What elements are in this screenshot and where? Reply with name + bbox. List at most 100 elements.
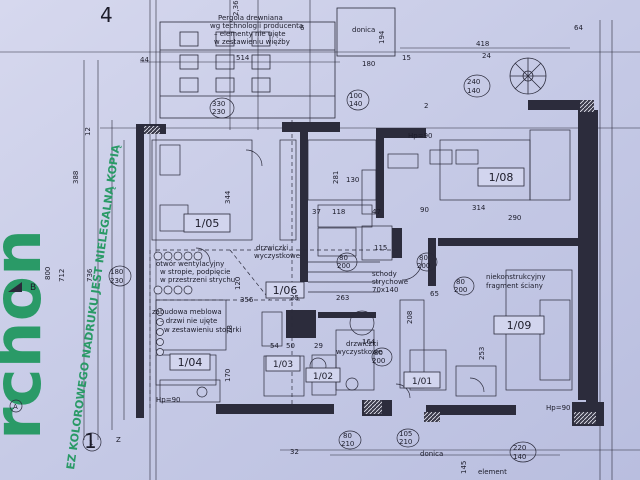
svg-text:281: 281 — [332, 171, 340, 184]
note-door-1: drzwiczki wyczystkowe — [254, 244, 300, 260]
svg-text:44: 44 — [140, 56, 149, 64]
svg-text:drzwiczki: drzwiczki — [346, 340, 378, 348]
svg-text:zabudowa meblowa: zabudowa meblowa — [152, 308, 222, 316]
window-dim: 330 — [212, 100, 225, 108]
svg-text:29: 29 — [314, 342, 323, 350]
note-pergola: Pergola drewniana wg technologii produce… — [210, 14, 303, 46]
svg-text:253: 253 — [478, 347, 486, 360]
svg-text:schody: schody — [372, 270, 397, 278]
window-dim: 140 — [513, 453, 526, 461]
svg-text:drzwiczki: drzwiczki — [256, 244, 288, 252]
svg-text:w zestawieniu stolarki: w zestawieniu stolarki — [164, 326, 241, 334]
svg-text:344: 344 — [224, 190, 232, 204]
svg-text:w stropie, podpięcie: w stropie, podpięcie — [160, 268, 230, 276]
window-dim: 240 — [467, 78, 480, 86]
opening-ellipses — [9, 74, 537, 463]
room-label: 1/09 — [507, 319, 532, 332]
svg-text:514: 514 — [236, 54, 250, 62]
sill-height: Hp=90 — [156, 396, 180, 404]
wall-hatch — [144, 100, 596, 424]
window-dim: 230 — [212, 108, 225, 116]
donica-label: donica — [352, 26, 375, 34]
window-dim: 200 — [337, 262, 350, 270]
svg-text:70x140: 70x140 — [372, 286, 398, 294]
window-dim: 80 — [374, 349, 383, 357]
svg-text:47: 47 — [372, 208, 381, 216]
svg-text:164: 164 — [362, 338, 376, 346]
note-partition: niekonstrukcyjny fragment ściany — [486, 273, 546, 290]
svg-text:24: 24 — [482, 52, 491, 60]
svg-text:170: 170 — [224, 369, 232, 382]
svg-text:32: 32 — [290, 448, 299, 456]
svg-text:15: 15 — [402, 54, 411, 62]
window-dim: 200 — [372, 357, 385, 365]
room-label: 1/03 — [273, 360, 293, 370]
sheet-number-top: 4 — [100, 3, 113, 27]
svg-text:2,36: 2,36 — [232, 0, 240, 16]
room-label: 1/01 — [412, 377, 432, 387]
svg-text:65: 65 — [430, 290, 439, 298]
window-dim: 200 — [417, 262, 430, 270]
column-circles — [153, 251, 203, 356]
svg-text:w zestawieniu więźby: w zestawieniu więźby — [214, 38, 290, 46]
note-furniture: zabudowa meblowa – drzwi nie ujęte w zes… — [152, 308, 241, 334]
svg-text:388: 388 — [72, 171, 80, 184]
svg-text:niekonstrukcyjny: niekonstrukcyjny — [486, 273, 546, 281]
window-dim: 105 — [399, 430, 412, 438]
window-dim: 80 — [339, 254, 348, 262]
svg-text:B: B — [30, 283, 36, 293]
window-dim: 230 — [110, 277, 123, 285]
svg-text:120: 120 — [234, 277, 242, 290]
axis-marks: A B Z 1 — [8, 282, 121, 447]
svg-text:263: 263 — [336, 294, 349, 302]
svg-text:1: 1 — [89, 439, 93, 447]
svg-text:118: 118 — [332, 208, 345, 216]
element-label: element — [478, 468, 507, 476]
svg-text:25: 25 — [290, 294, 299, 302]
svg-text:194: 194 — [378, 30, 386, 44]
svg-text:wg technologii producenta: wg technologii producenta — [210, 22, 303, 30]
window-dim: 80 — [343, 432, 352, 440]
svg-text:356: 356 — [240, 296, 254, 304]
room-label: 1/08 — [489, 171, 514, 184]
donica-label: donica — [420, 450, 443, 458]
svg-text:180: 180 — [362, 60, 375, 68]
svg-text:otwór wentylacyjny: otwór wentylacyjny — [156, 260, 224, 268]
svg-text:115: 115 — [374, 244, 387, 252]
room-label-boxes — [169, 167, 545, 389]
sheet-number-bottom: 1 — [84, 429, 97, 453]
svg-text:– drzwi nie ujęte: – drzwi nie ujęte — [160, 317, 217, 325]
pergola — [159, 7, 396, 119]
note-door-2: drzwiczki wyczystkowe — [336, 340, 382, 356]
dimension-labels: 514 6 180 418 64 44 24 15 2 194 2,36 800… — [44, 0, 583, 474]
svg-text:54: 54 — [270, 342, 279, 350]
svg-text:736: 736 — [86, 268, 94, 282]
svg-text:A: A — [13, 403, 18, 411]
svg-text:fragment ściany: fragment ściany — [486, 282, 543, 290]
note-vent: otwór wentylacyjny w stropie, podpięcie … — [156, 260, 235, 284]
window-dim: 220 — [513, 444, 526, 452]
window-dim: 210 — [341, 440, 354, 448]
svg-text:145: 145 — [460, 461, 468, 474]
svg-text:418: 418 — [476, 40, 489, 48]
svg-text:– elementy nie ujęte: – elementy nie ujęte — [214, 30, 286, 38]
svg-text:strychowe: strychowe — [372, 278, 408, 286]
svg-text:78: 78 — [226, 325, 234, 334]
svg-text:12: 12 — [84, 127, 92, 136]
svg-text:wyczystkowe: wyczystkowe — [254, 252, 300, 260]
window-dim: 140 — [349, 100, 362, 108]
svg-text:6: 6 — [300, 24, 305, 32]
window-dim: 80 — [419, 254, 428, 262]
svg-text:130: 130 — [346, 176, 359, 184]
spiral-stair — [509, 57, 547, 95]
svg-text:37: 37 — [312, 208, 321, 216]
watermark-brand: rchon — [0, 229, 56, 440]
svg-text:712: 712 — [58, 269, 66, 282]
room-label: 1/06 — [273, 284, 298, 297]
window-dim: 200 — [454, 286, 467, 294]
room-label: 1/05 — [195, 217, 220, 230]
window-dim: 80 — [456, 278, 465, 286]
svg-text:Z: Z — [116, 436, 121, 444]
svg-text:290: 290 — [508, 214, 521, 222]
